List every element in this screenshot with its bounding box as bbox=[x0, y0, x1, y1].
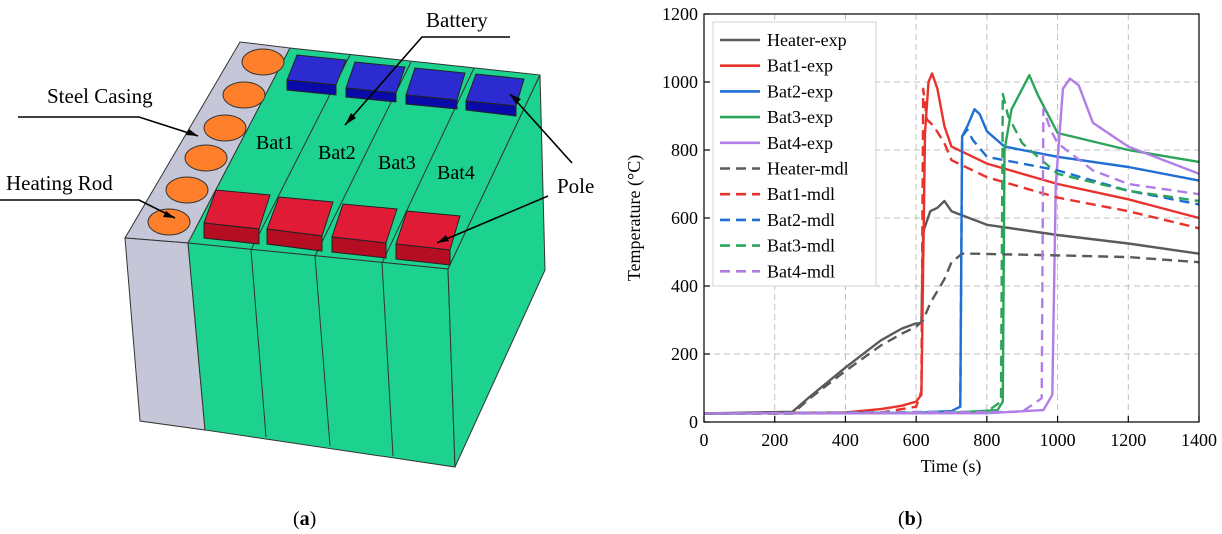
x-tick-label: 800 bbox=[973, 430, 1000, 450]
y-tick-label: 0 bbox=[689, 412, 698, 432]
legend-label: Bat1-exp bbox=[767, 56, 833, 76]
legend-label: Bat4-mdl bbox=[767, 261, 835, 281]
series-line-bat3-mdl bbox=[703, 92, 1200, 415]
series-line-heater-mdl bbox=[704, 252, 1200, 415]
steel-casing-callout-label: Steel Casing bbox=[47, 84, 153, 108]
chart-lines bbox=[703, 72, 1200, 415]
heating-rod-callout-label: Heating Rod bbox=[6, 171, 113, 195]
caption-b: (b) bbox=[898, 508, 923, 530]
x-tick-label: 1200 bbox=[1110, 430, 1146, 450]
series-line-bat4-mdl bbox=[703, 107, 1200, 415]
x-tick-label: 1000 bbox=[1040, 430, 1076, 450]
heating-rod bbox=[241, 48, 285, 76]
legend-label: Heater-exp bbox=[767, 30, 847, 50]
legend-label: Bat3-mdl bbox=[767, 236, 835, 256]
legend-label: Bat4-exp bbox=[767, 133, 833, 153]
bat2-label: Bat2 bbox=[318, 142, 356, 164]
battery-module-diagram: Bat1 Bat2 Bat3 Bat4 Battery Steel Casing… bbox=[0, 8, 594, 468]
legend-label: Bat2-mdl bbox=[767, 210, 835, 230]
series-line-bat2-mdl bbox=[703, 128, 1200, 415]
caption-a: (a) bbox=[293, 508, 317, 530]
callout-arrowheads bbox=[163, 94, 521, 243]
x-tick-label: 1400 bbox=[1181, 430, 1217, 450]
battery-side bbox=[447, 74, 546, 468]
y-tick-label: 1000 bbox=[662, 72, 698, 92]
x-axis-label: Time (s) bbox=[921, 456, 982, 477]
pole-block bbox=[465, 73, 525, 117]
temperature-chart: 0 200 400 600 800 1000 1200 1400 0 200 400 600 800 10… bbox=[624, 4, 1217, 477]
pole-block bbox=[331, 203, 398, 259]
heating-rod bbox=[222, 81, 266, 109]
bat3-label: Bat3 bbox=[378, 152, 416, 174]
y-tick-label: 800 bbox=[671, 140, 698, 160]
pole-block bbox=[405, 67, 466, 110]
pole-block bbox=[286, 54, 347, 96]
chart-ticks: 0 200 400 600 800 1000 1200 1400 0 200 400 600 800 10… bbox=[662, 4, 1217, 450]
pole-callout-label: Pole bbox=[557, 174, 594, 198]
y-tick-label: 400 bbox=[671, 276, 698, 296]
x-tick-label: 400 bbox=[832, 430, 859, 450]
x-tick-label: 200 bbox=[761, 430, 788, 450]
heating-rods bbox=[147, 48, 285, 236]
x-tick-label: 0 bbox=[700, 430, 709, 450]
x-tick-label: 600 bbox=[903, 430, 930, 450]
pole-block bbox=[203, 189, 271, 245]
legend-label: Heater-mdl bbox=[767, 159, 849, 179]
heating-rod bbox=[184, 144, 228, 172]
legend-label: Bat2-exp bbox=[767, 81, 833, 101]
pole-block bbox=[345, 61, 406, 103]
pole-block bbox=[395, 210, 461, 266]
series-line-bat1-mdl bbox=[703, 87, 1200, 415]
y-axis-label: Temperature (°C) bbox=[624, 155, 645, 281]
y-tick-label: 600 bbox=[671, 208, 698, 228]
legend-label: Bat3-exp bbox=[767, 107, 833, 127]
chart-legend: Heater-expBat1-expBat2-expBat3-expBat4-e… bbox=[712, 21, 877, 287]
poles-bottom bbox=[203, 189, 461, 266]
poles-top bbox=[286, 54, 525, 117]
callout-lines bbox=[0, 36, 573, 244]
legend-label: Bat1-mdl bbox=[767, 184, 835, 204]
series-line-bat3-exp bbox=[703, 73, 1200, 415]
y-tick-label: 200 bbox=[671, 344, 698, 364]
battery-front bbox=[187, 242, 456, 468]
battery-callout-label: Battery bbox=[426, 8, 488, 32]
bat1-label: Bat1 bbox=[256, 132, 294, 154]
y-tick-label: 1200 bbox=[662, 4, 698, 24]
heating-rod bbox=[147, 208, 191, 236]
series-line-bat1-exp bbox=[703, 72, 1200, 415]
heating-rod bbox=[203, 114, 247, 142]
bat4-label: Bat4 bbox=[437, 162, 475, 184]
heating-rod bbox=[165, 176, 209, 204]
pole-block bbox=[266, 196, 334, 252]
